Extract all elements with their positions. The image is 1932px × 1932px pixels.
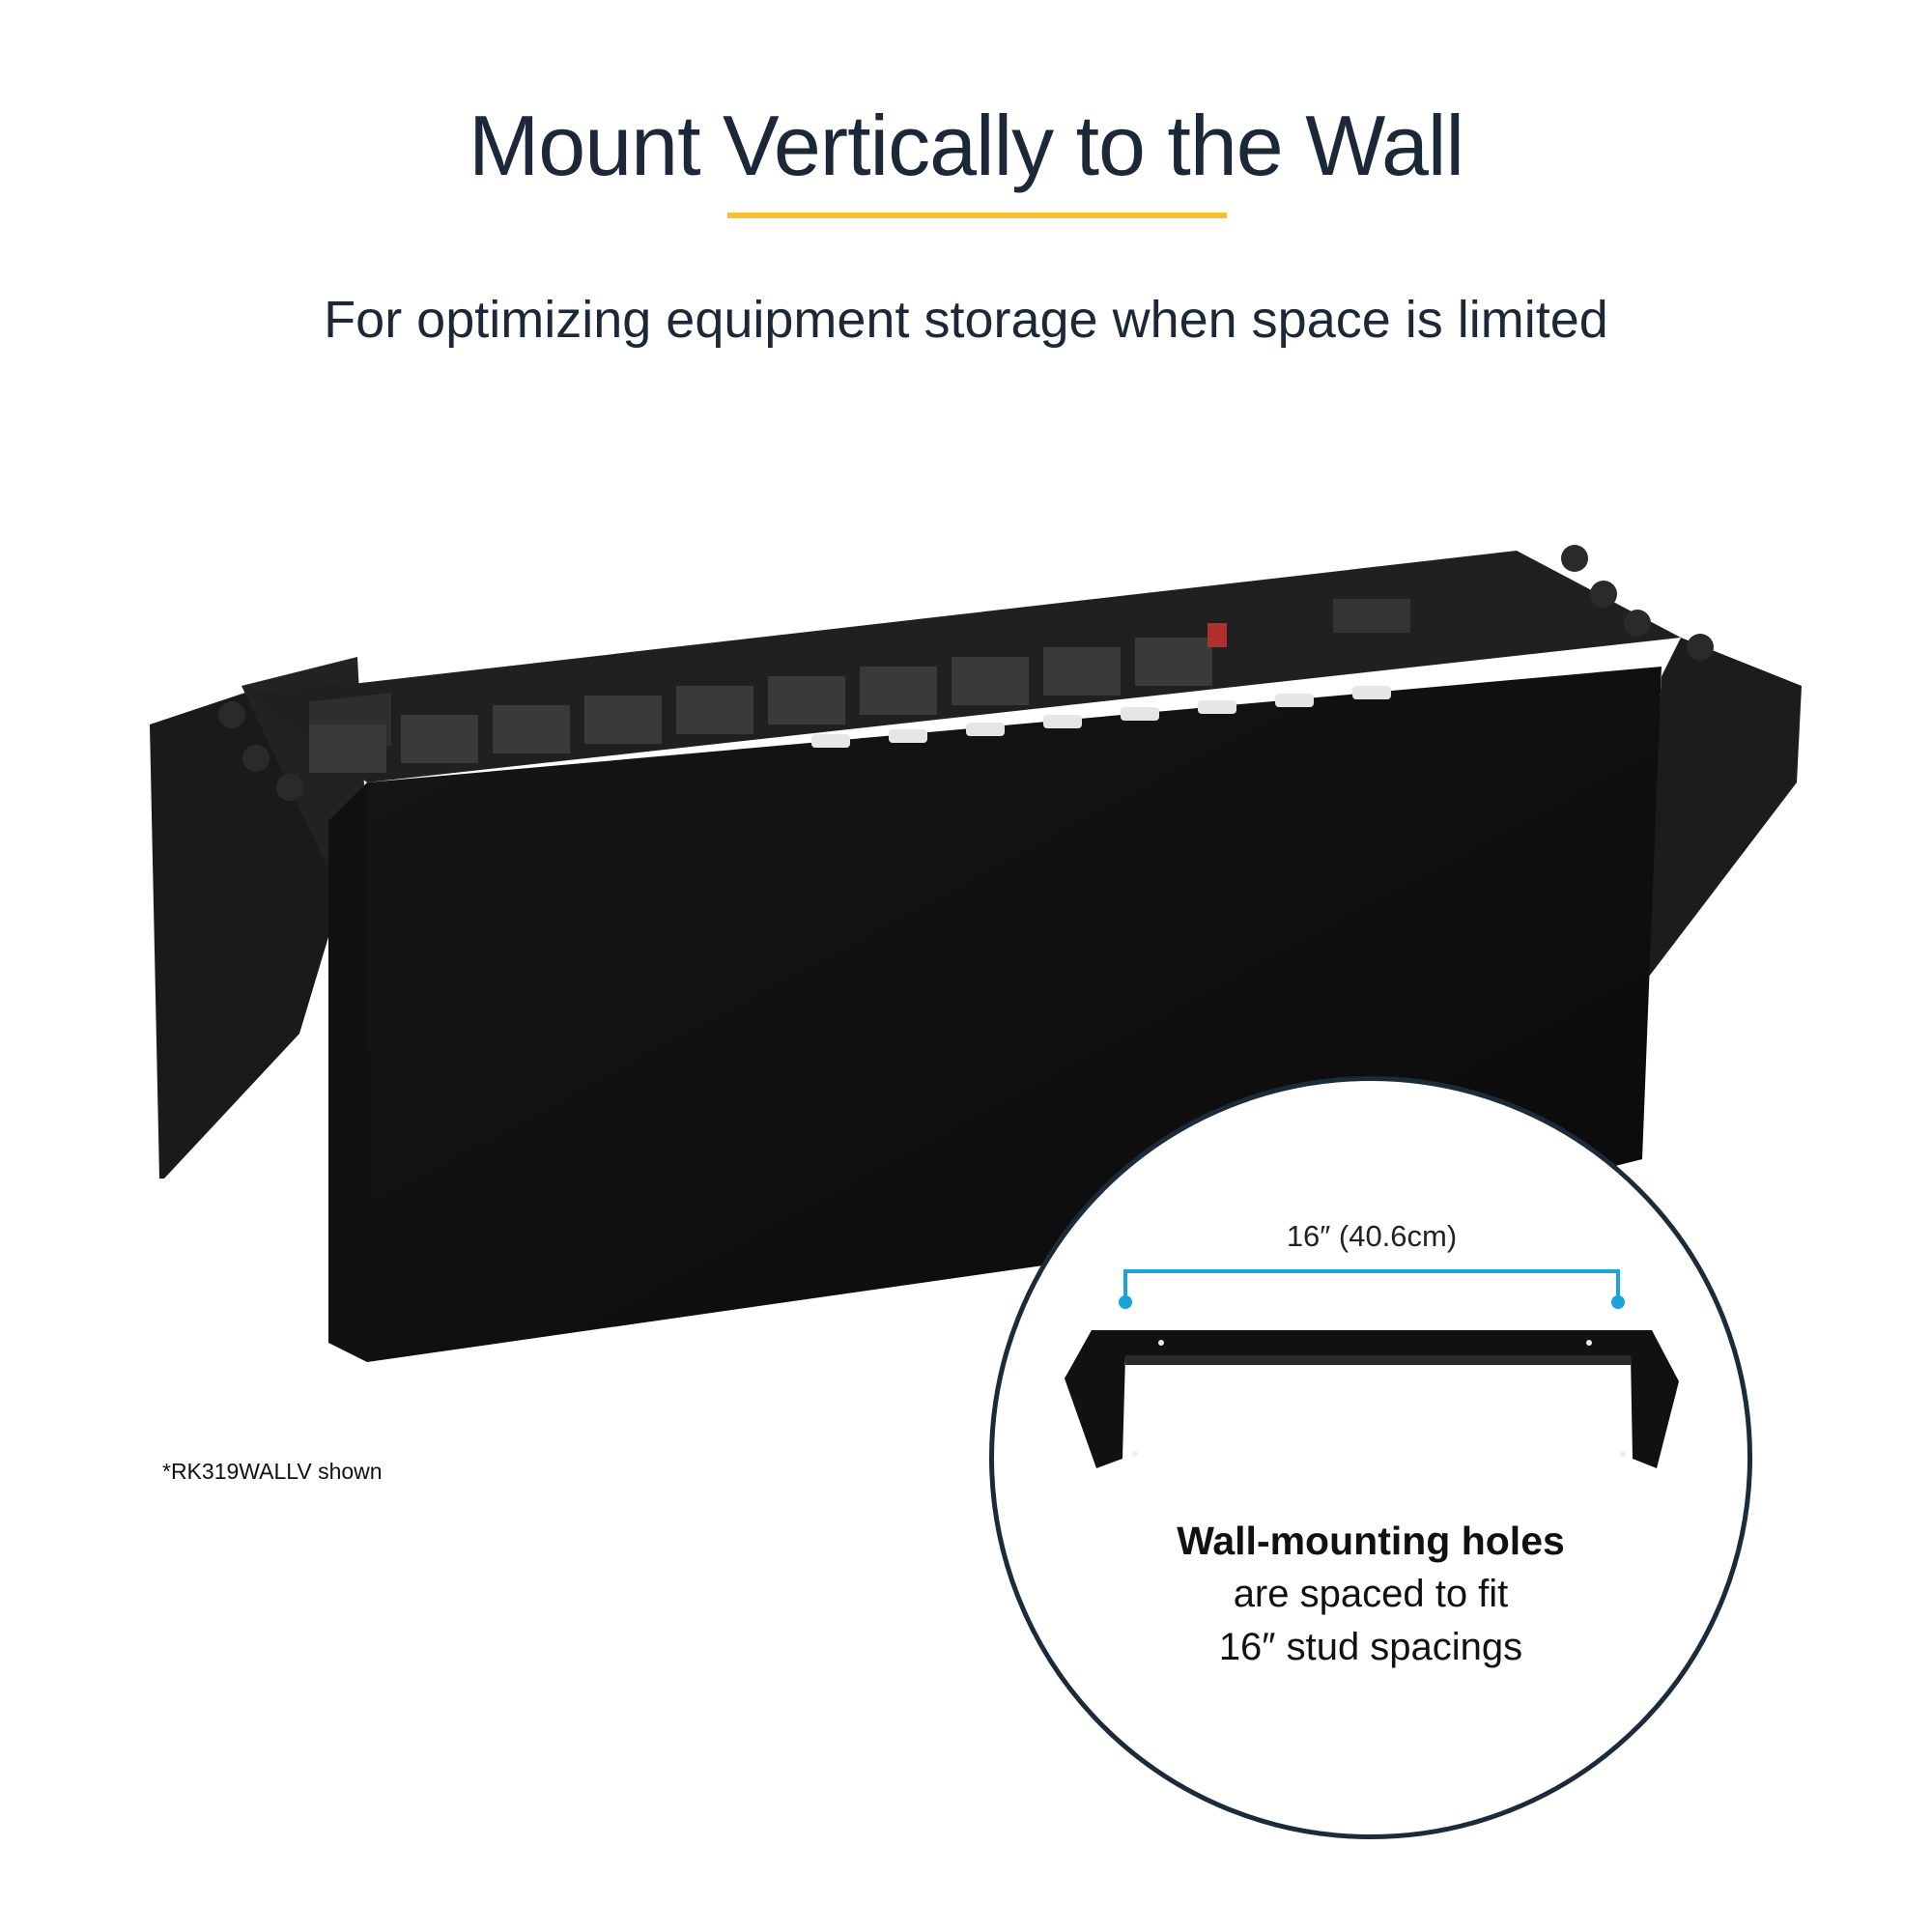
dimension-line [1123,1269,1620,1299]
page-subtitle: For optimizing equipment storage when sp… [324,291,1608,349]
dimension-endpoint-left [1119,1295,1132,1309]
model-footnote: *RK319WALLV shown [162,1459,383,1484]
callout-line-2: 16″ stud spacings [1218,1626,1523,1668]
callout-line-1: are spaced to fit [1233,1573,1509,1615]
dimension-label: 16″ (40.6cm) [1286,1219,1458,1253]
title-underline [727,213,1227,218]
dimension-endpoint-right [1611,1295,1625,1309]
callout-headline: Wall-mounting holes [1177,1519,1565,1563]
page-title: Mount Vertically to the Wall [468,98,1464,193]
wall-bracket-image [1065,1269,1679,1468]
